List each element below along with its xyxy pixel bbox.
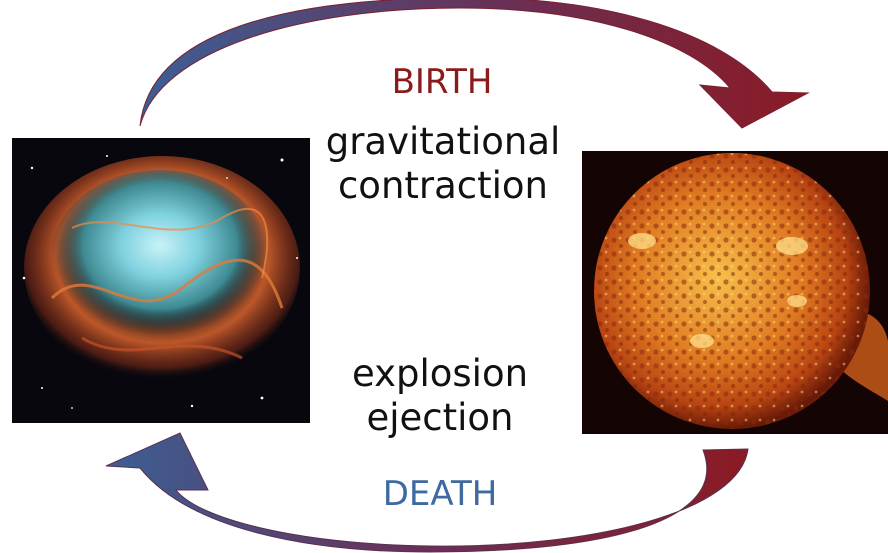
contraction-line-1: gravitational [318, 120, 568, 164]
crab-nebula-image [12, 138, 310, 423]
explosion-line-2: ejection [330, 396, 550, 440]
explosion-text: explosion ejection [330, 352, 550, 439]
death-label: DEATH [360, 474, 520, 514]
contraction-text: gravitational contraction [318, 120, 568, 207]
sun-image [582, 151, 888, 434]
contraction-line-2: contraction [318, 164, 568, 208]
explosion-line-1: explosion [330, 352, 550, 396]
birth-label: BIRTH [362, 62, 522, 102]
